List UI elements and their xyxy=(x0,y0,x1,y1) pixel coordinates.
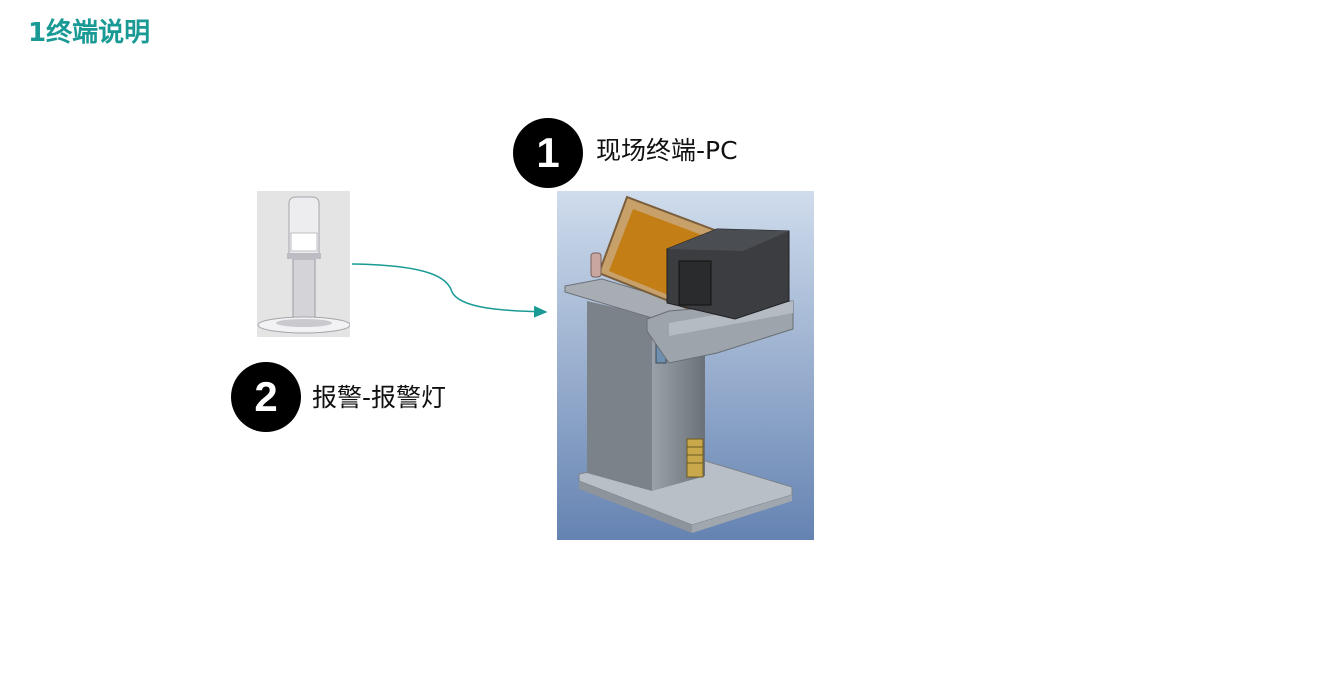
badge-2: 2 xyxy=(231,362,301,432)
label-terminal-pc: 现场终端-PC xyxy=(596,136,738,165)
alarm-light-image xyxy=(257,191,350,337)
terminal-pc-image xyxy=(557,191,814,540)
page-title: 1终端说明 xyxy=(28,18,151,48)
label-alarm-light: 报警-报警灯 xyxy=(312,383,447,412)
badge-1: 1 xyxy=(513,118,583,188)
